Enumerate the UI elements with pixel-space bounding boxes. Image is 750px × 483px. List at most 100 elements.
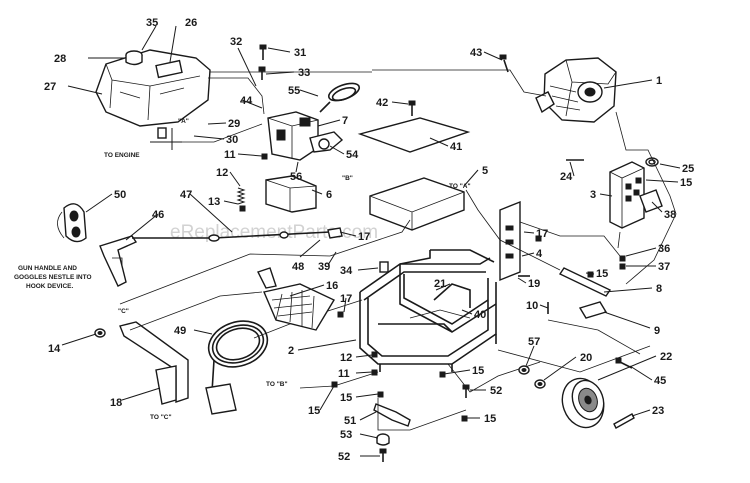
fuel-valve (150, 127, 182, 150)
callout-2: 2 (288, 345, 294, 357)
callout-24: 24 (560, 171, 573, 183)
control-box (609, 161, 645, 229)
callout-19: 19 (528, 278, 540, 290)
callout-18: 18 (110, 397, 122, 409)
side-panel-4 (499, 200, 521, 282)
bolt-42 (408, 100, 416, 116)
panel-41 (357, 117, 471, 153)
bracket-51 (373, 403, 411, 427)
callout-47: 47 (180, 189, 192, 201)
callout-3: 3 (590, 189, 596, 201)
spring-13 (236, 187, 246, 205)
callout-26: 26 (185, 17, 197, 29)
bolt-52b (379, 448, 387, 462)
callout-9: 9 (654, 325, 660, 337)
callout-27: 27 (44, 81, 56, 93)
bolt-52a (462, 384, 470, 398)
callout-42: 42 (376, 97, 388, 109)
callout-37: 37 (658, 261, 670, 273)
callout-17-wand: 17 (358, 231, 370, 243)
callout-17-panel: 17 (536, 228, 548, 240)
callout-51: 51 (344, 415, 356, 427)
callout-15-bottom: 15 (484, 413, 496, 425)
callout-50: 50 (114, 189, 126, 201)
grommet-34 (379, 261, 389, 273)
callout-13: 13 (208, 196, 220, 208)
callout-5: 5 (482, 165, 488, 177)
engine (535, 57, 617, 123)
callout-23: 23 (652, 405, 664, 417)
small-hardware (239, 153, 642, 422)
hose-coil-49 (207, 320, 269, 399)
main-frame (359, 249, 497, 372)
callout-14: 14 (48, 343, 61, 355)
note-gun-handle-2: GOGGLES NESTLE INTO (14, 274, 92, 281)
callout-52-right: 52 (490, 385, 502, 397)
callout-21: 21 (434, 278, 446, 290)
callout-49: 49 (174, 325, 186, 337)
bolt-33 (258, 66, 266, 80)
callout-46: 46 (152, 209, 164, 221)
wand-47 (208, 227, 343, 242)
callout-11-upper: 11 (224, 149, 236, 161)
fuel-tank (95, 49, 211, 127)
note-to-b: TO "B" (266, 381, 288, 388)
callout-48: 48 (292, 261, 304, 273)
handle-bracket-18 (119, 321, 237, 415)
callout-10: 10 (526, 300, 538, 312)
note-a-29: "A" (178, 118, 189, 125)
wheel-22 (561, 377, 605, 429)
callout-54: 54 (346, 149, 359, 161)
pump-assembly (267, 111, 344, 161)
callout-36: 36 (658, 243, 670, 255)
callout-40: 40 (474, 309, 486, 321)
callout-6: 6 (326, 189, 332, 201)
note-to-engine: TO ENGINE (104, 152, 140, 159)
callout-52-bottom: 52 (338, 451, 350, 463)
callout-11-lower: 11 (338, 368, 350, 380)
callout-15-left: 15 (308, 405, 320, 417)
callout-39: 39 (318, 261, 330, 273)
bolt-43 (499, 54, 509, 73)
note-gun-handle-3: HOOK DEVICE. (26, 283, 74, 290)
callout-31: 31 (294, 47, 306, 59)
callout-43: 43 (470, 47, 482, 59)
note-to-a: TO "A" (449, 183, 471, 190)
callout-30: 30 (226, 134, 238, 146)
nut-53 (376, 433, 390, 446)
fuel-cap (125, 50, 143, 66)
callout-1: 1 (656, 75, 662, 87)
callout-38: 38 (664, 209, 676, 221)
callout-20: 20 (580, 352, 592, 364)
spray-gun-46 (99, 235, 214, 287)
callout-53: 53 (340, 429, 352, 441)
callout-34: 34 (340, 265, 353, 277)
callout-55: 55 (288, 85, 300, 97)
bracket-8 (558, 267, 612, 297)
hose-coil-55 (319, 82, 361, 113)
note-b-54: "B" (342, 175, 353, 182)
screw-14 (94, 328, 106, 338)
callout-35: 35 (146, 17, 158, 29)
callout-4: 4 (536, 248, 543, 260)
callout-28: 28 (54, 53, 66, 65)
note-c-46: "C" (118, 308, 129, 315)
callout-44: 44 (240, 95, 253, 107)
callout-15-bracket: 15 (596, 268, 608, 280)
callout-16: 16 (326, 280, 338, 292)
washer-20 (534, 379, 546, 389)
washer-57 (518, 365, 530, 375)
callout-41: 41 (450, 141, 462, 153)
callout-32: 32 (230, 36, 242, 48)
callout-45: 45 (654, 375, 666, 387)
goggles-50 (57, 203, 87, 243)
callout-56: 56 (290, 171, 302, 183)
callout-15-box: 15 (680, 177, 692, 189)
pin-23 (613, 413, 635, 429)
leader-lines (61, 25, 681, 457)
screw-31 (259, 44, 267, 60)
callout-labels: 35 26 28 27 32 31 33 55 44 29 30 7 11 54… (44, 17, 694, 463)
bracket-9 (578, 301, 608, 319)
